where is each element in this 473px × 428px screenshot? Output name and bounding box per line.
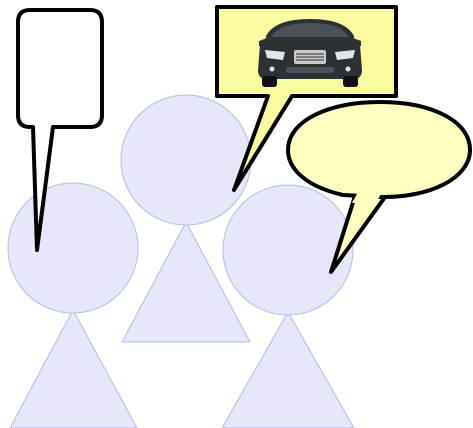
person-head <box>121 95 251 225</box>
front-right-person <box>222 185 354 428</box>
front-left-person <box>8 183 138 428</box>
oval-empty-speech-bubble <box>288 102 470 197</box>
car-icon <box>258 19 362 87</box>
person-head <box>223 185 353 315</box>
person-body <box>10 310 137 428</box>
person-head <box>8 183 138 313</box>
